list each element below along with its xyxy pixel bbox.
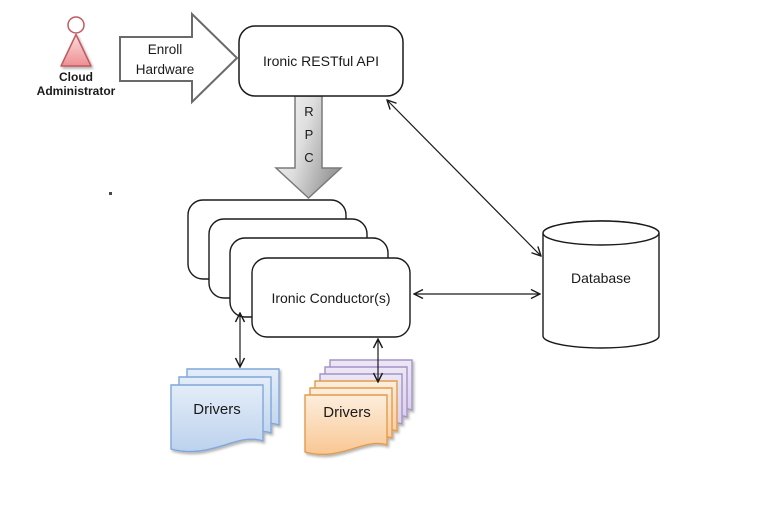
cloud-administrator-icon [60, 16, 92, 67]
api-database-arrow [387, 100, 541, 256]
drivers-stack-left [170, 368, 280, 453]
person-body [60, 33, 92, 67]
ironic-conductors-box [251, 257, 411, 338]
drivers-stack-right [304, 359, 413, 456]
database-top-rim [542, 220, 660, 246]
person-head [67, 16, 85, 34]
ironic-restful-api-box [238, 25, 404, 97]
conductor-stack [187, 199, 411, 338]
document-shape [304, 394, 388, 456]
document-shape [170, 384, 264, 453]
stray-dot [109, 192, 112, 195]
database-cylinder [542, 220, 660, 349]
rpc-arrow [274, 95, 343, 200]
enroll-hardware-arrow [119, 11, 239, 105]
